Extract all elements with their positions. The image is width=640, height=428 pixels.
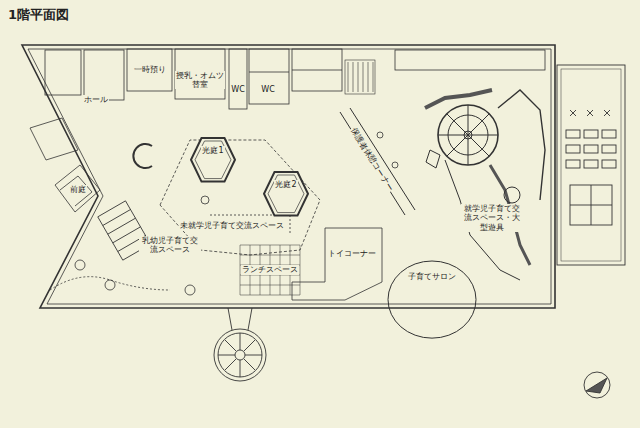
rooms (30, 49, 545, 212)
light-well-hexagon: 光庭2 (263, 171, 309, 217)
room-label: ホール (83, 95, 109, 104)
room-label: 授乳・オムツ替室 (175, 71, 225, 89)
node-text: 子育てサロン (407, 272, 457, 281)
building-outline (22, 45, 555, 308)
room-label: 就学児子育て交流スペース・大型遊具 (461, 204, 523, 232)
plan-title: 1階平面図 (8, 6, 69, 24)
node-outline (263, 171, 309, 217)
room-label: トイコーナー (327, 249, 377, 258)
room-label: 未就学児子育て交流スペース (179, 221, 285, 230)
room-label: WC (230, 85, 246, 94)
light-well-hexagon: 光庭1 (190, 137, 236, 183)
room-label: 保護者休憩コーナー (348, 126, 395, 194)
room-label: ランチスペース (241, 265, 299, 274)
node-outline (190, 137, 236, 183)
room-label: WC (260, 85, 276, 94)
play-structure (425, 90, 545, 280)
node-text: 光庭1 (201, 146, 224, 155)
north-arrow (584, 372, 610, 398)
node-text: 光庭2 (274, 180, 297, 189)
spiral-stair (214, 308, 266, 381)
annex (557, 65, 625, 265)
room-label: 乳幼児子育て交流スペース (139, 236, 201, 254)
room-label: 一時預り (133, 65, 167, 74)
interior-fittings (50, 108, 415, 300)
salon-ellipse: 子育てサロン (387, 260, 477, 339)
room-label: 前庭 (69, 185, 87, 194)
